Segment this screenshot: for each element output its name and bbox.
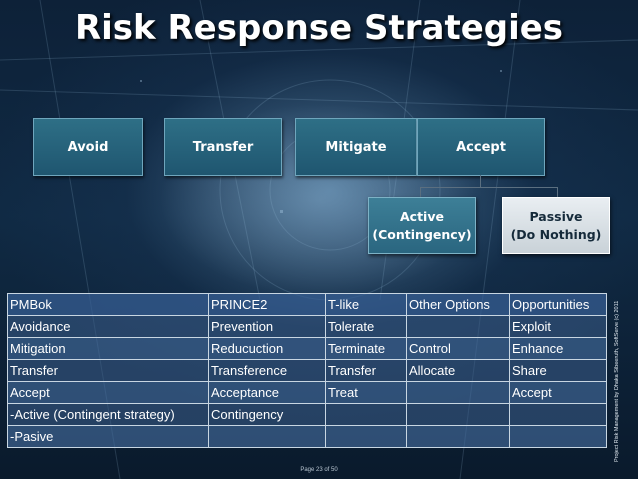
- table-cell: Avoidance: [7, 315, 209, 338]
- table-cell: Transference: [208, 359, 326, 382]
- table-row: Accept Acceptance Treat Accept: [7, 381, 607, 404]
- strategy-mitigate: Mitigate: [295, 118, 417, 176]
- table-cell: Contingency: [208, 403, 326, 426]
- connector-line: [420, 187, 558, 198]
- header-cell: Opportunities: [509, 293, 607, 316]
- table-row: -Pasive: [7, 425, 607, 448]
- strategy-accept: Accept: [417, 118, 545, 176]
- table-row: Avoidance Prevention Tolerate Exploit: [7, 315, 607, 338]
- accept-passive-box: Passive (Do Nothing): [502, 197, 610, 254]
- table-row: Transfer Transference Transfer Allocate …: [7, 359, 607, 382]
- table-cell: -Active (Contingent strategy): [7, 403, 209, 426]
- table-cell: -Pasive: [7, 425, 209, 448]
- table-cell: Enhance: [509, 337, 607, 360]
- header-cell: PMBok: [7, 293, 209, 316]
- side-credit-text: Project Risk Management by Dhaka Sibeeru…: [614, 300, 620, 462]
- table-cell: [406, 425, 510, 448]
- table-cell: Prevention: [208, 315, 326, 338]
- strategy-avoid: Avoid: [33, 118, 143, 176]
- table-cell: Transfer: [7, 359, 209, 382]
- table-cell: Mitigation: [7, 337, 209, 360]
- table-cell: Treat: [325, 381, 407, 404]
- table-cell: Accept: [7, 381, 209, 404]
- table-cell: Control: [406, 337, 510, 360]
- table-cell: [509, 403, 607, 426]
- table-cell: [406, 381, 510, 404]
- table-cell: Allocate: [406, 359, 510, 382]
- table-row: Mitigation Reducuction Terminate Control…: [7, 337, 607, 360]
- table-cell: Acceptance: [208, 381, 326, 404]
- slide-title: Risk Response Strategies: [74, 8, 564, 48]
- table-cell: Terminate: [325, 337, 407, 360]
- strategy-table: PMBok PRINCE2 T-like Other Options Oppor…: [7, 293, 607, 448]
- table-cell: Tolerate: [325, 315, 407, 338]
- active-label: Active: [400, 208, 444, 224]
- header-cell: Other Options: [406, 293, 510, 316]
- table-cell: [208, 425, 326, 448]
- table-cell: [325, 425, 407, 448]
- table-cell: [406, 315, 510, 338]
- table-cell: [509, 425, 607, 448]
- table-cell: [406, 403, 510, 426]
- table-cell: [325, 403, 407, 426]
- table-cell: Accept: [509, 381, 607, 404]
- table-cell: Reducuction: [208, 337, 326, 360]
- table-cell: Exploit: [509, 315, 607, 338]
- table-cell: Share: [509, 359, 607, 382]
- table-row: -Active (Contingent strategy) Contingenc…: [7, 403, 607, 426]
- table-cell: Transfer: [325, 359, 407, 382]
- table-header-row: PMBok PRINCE2 T-like Other Options Oppor…: [7, 293, 607, 316]
- active-sublabel: (Contingency): [372, 226, 472, 242]
- strategy-transfer: Transfer: [164, 118, 282, 176]
- passive-label: Passive: [529, 208, 583, 224]
- header-cell: PRINCE2: [208, 293, 326, 316]
- page-number: Page 23 of 50: [300, 467, 338, 473]
- connector-line: [480, 175, 481, 187]
- header-cell: T-like: [325, 293, 407, 316]
- passive-sublabel: (Do Nothing): [510, 226, 602, 242]
- accept-active-box: Active (Contingency): [368, 197, 476, 254]
